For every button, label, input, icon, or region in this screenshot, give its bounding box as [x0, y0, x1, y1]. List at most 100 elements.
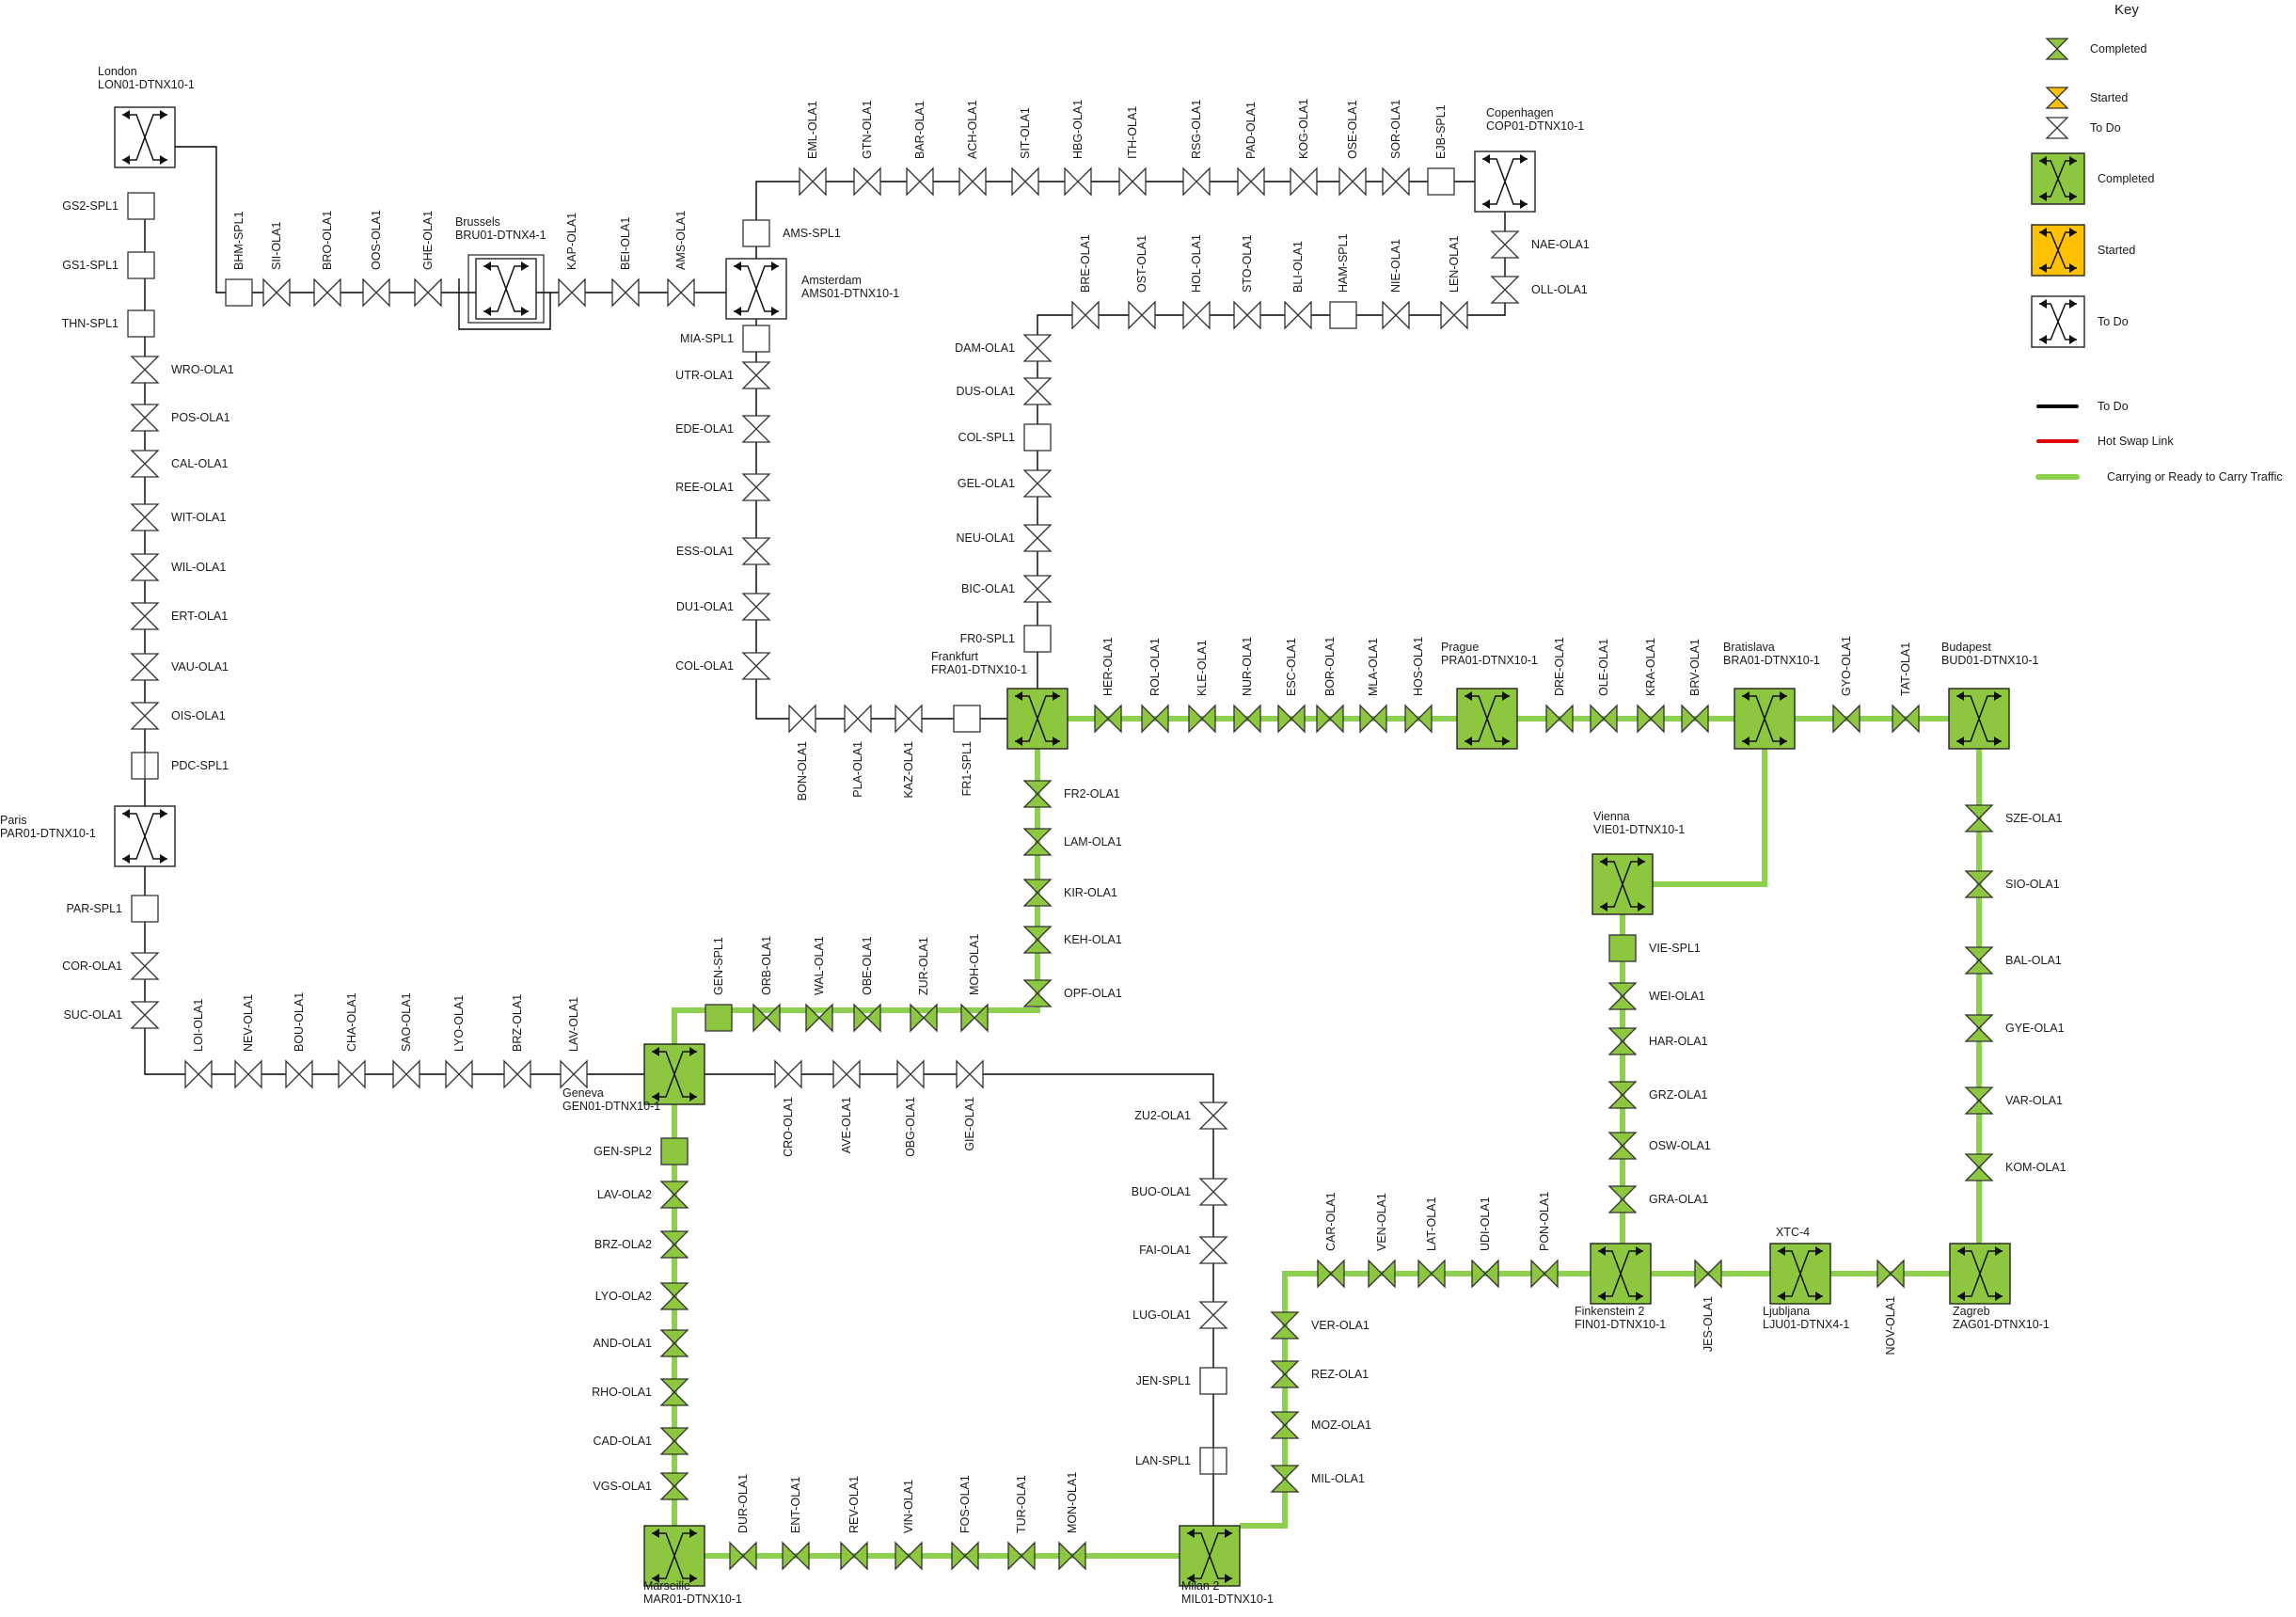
hbg-ola1-amplifier[interactable]: HBG-OLA1	[1064, 100, 1092, 197]
pla-ola1-amplifier[interactable]: PLA-OLA1	[844, 704, 872, 798]
brz-ola1-amplifier[interactable]: BRZ-OLA1	[503, 994, 531, 1089]
obg-ola1-amplifier[interactable]: OBG-OLA1	[896, 1059, 925, 1157]
lav-ola2-amplifier[interactable]: LAV-OLA2	[597, 1181, 689, 1209]
bor-ola1-amplifier[interactable]: BOR-OLA1	[1316, 637, 1344, 734]
esc-ola1-amplifier[interactable]: ESC-OLA1	[1277, 638, 1306, 734]
gs2-spl1-splice[interactable]: GS2-SPL1	[62, 192, 155, 220]
opf-ola1-amplifier[interactable]: OPF-OLA1	[1022, 979, 1122, 1007]
kap-ola1-amplifier[interactable]: KAP-OLA1	[558, 213, 586, 308]
kir-ola1-amplifier[interactable]: KIR-OLA1	[1022, 879, 1117, 907]
vau-ola1-amplifier[interactable]: VAU-OLA1	[130, 653, 229, 681]
cor-ola1-amplifier[interactable]: COR-OLA1	[62, 952, 160, 980]
sit-ola1-amplifier[interactable]: SIT-OLA1	[1011, 107, 1039, 197]
ams-spl1-splice[interactable]: AMS-SPL1	[742, 219, 841, 247]
ess-ola1-amplifier[interactable]: ESS-OLA1	[676, 537, 771, 565]
pad-ola1-amplifier[interactable]: PAD-OLA1	[1237, 102, 1265, 197]
eml-ola1-amplifier[interactable]: EML-OLA1	[799, 101, 827, 197]
rev-ola1-amplifier[interactable]: REV-OLA1	[840, 1476, 868, 1571]
buo-ola1-amplifier[interactable]: BUO-OLA1	[1132, 1178, 1228, 1206]
gtn-ola1-amplifier[interactable]: GTN-OLA1	[853, 100, 881, 197]
gye-ola1-amplifier[interactable]: GYE-OLA1	[1964, 1014, 2065, 1042]
vgs-ola1-amplifier[interactable]: VGS-OLA1	[593, 1472, 689, 1500]
grz-ola1-amplifier[interactable]: GRZ-OLA1	[1607, 1081, 1708, 1109]
vin-ola1-amplifier[interactable]: VIN-OLA1	[895, 1480, 923, 1571]
har-ola1-amplifier[interactable]: HAR-OLA1	[1607, 1027, 1708, 1055]
wit-ola1-amplifier[interactable]: WIT-OLA1	[130, 503, 226, 531]
obe-ola1-amplifier[interactable]: OBE-OLA1	[853, 936, 881, 1033]
lav-ola1-amplifier[interactable]: LAV-OLA1	[560, 997, 588, 1089]
cha-ola1-amplifier[interactable]: CHA-OLA1	[338, 992, 366, 1089]
gyo-ola1-amplifier[interactable]: GYO-OLA1	[1832, 636, 1861, 734]
kra-ola1-amplifier[interactable]: KRA-OLA1	[1637, 638, 1665, 734]
fr1-spl1-splice[interactable]: FR1-SPL1	[953, 705, 981, 796]
sto-ola1-amplifier[interactable]: STO-OLA1	[1233, 234, 1261, 330]
mil-ola1-amplifier[interactable]: MIL-OLA1	[1270, 1465, 1365, 1493]
mon-ola1-amplifier[interactable]: MON-OLA1	[1058, 1472, 1086, 1571]
lan-spl1-splice[interactable]: LAN-SPL1	[1135, 1447, 1227, 1475]
ejb-spl1-splice[interactable]: EJB-SPL1	[1427, 104, 1455, 196]
gs1-spl1-splice[interactable]: GS1-SPL1	[62, 251, 155, 279]
bhm-spl1-splice[interactable]: BHM-SPL1	[225, 211, 253, 307]
bei-ola1-amplifier[interactable]: BEI-OLA1	[611, 217, 640, 308]
lug-ola1-amplifier[interactable]: LUG-OLA1	[1132, 1301, 1228, 1329]
lyo-ola2-amplifier[interactable]: LYO-OLA2	[595, 1282, 689, 1310]
ach-ola1-amplifier[interactable]: ACH-OLA1	[958, 100, 987, 197]
dam-ola1-amplifier[interactable]: DAM-OLA1	[955, 334, 1053, 362]
rez-ola1-amplifier[interactable]: REZ-OLA1	[1270, 1360, 1369, 1388]
orb-ola1-amplifier[interactable]: ORB-OLA1	[752, 936, 781, 1033]
udi-ola1-amplifier[interactable]: UDI-OLA1	[1471, 1197, 1499, 1289]
ams-ola1-amplifier[interactable]: AMS-OLA1	[667, 211, 695, 308]
tur-ola1-amplifier[interactable]: TUR-OLA1	[1007, 1475, 1036, 1571]
and-ola1-amplifier[interactable]: AND-OLA1	[593, 1329, 689, 1357]
osw-ola1-amplifier[interactable]: OSW-OLA1	[1607, 1132, 1711, 1160]
ven-ola1-amplifier[interactable]: VEN-OLA1	[1368, 1193, 1396, 1289]
pos-ola1-amplifier[interactable]: POS-OLA1	[130, 404, 230, 432]
bro-ola1-amplifier[interactable]: BRO-OLA1	[313, 211, 341, 308]
gel-ola1-amplifier[interactable]: GEL-OLA1	[958, 469, 1053, 498]
var-ola1-amplifier[interactable]: VAR-OLA1	[1964, 1086, 2063, 1115]
sao-ola1-amplifier[interactable]: SAO-OLA1	[392, 992, 420, 1089]
cal-ola1-amplifier[interactable]: CAL-OLA1	[130, 450, 228, 478]
ost-ola1-amplifier[interactable]: OST-OLA1	[1128, 235, 1156, 330]
bli-ola1-amplifier[interactable]: BLI-OLA1	[1284, 241, 1312, 330]
zur-ola1-amplifier[interactable]: ZUR-OLA1	[910, 937, 938, 1033]
suc-ola1-amplifier[interactable]: SUC-OLA1	[63, 1001, 160, 1029]
nur-ola1-amplifier[interactable]: NUR-OLA1	[1233, 637, 1261, 734]
mia-spl1-splice[interactable]: MIA-SPL1	[680, 325, 770, 353]
fr0-spl1-splice[interactable]: FR0-SPL1	[960, 625, 1052, 653]
cad-ola1-amplifier[interactable]: CAD-OLA1	[593, 1427, 689, 1455]
jes-ola1-amplifier[interactable]: JES-OLA1	[1694, 1259, 1722, 1352]
rho-ola1-amplifier[interactable]: RHO-OLA1	[592, 1378, 689, 1406]
ith-ola1-amplifier[interactable]: ITH-OLA1	[1118, 106, 1147, 197]
ole-ola1-amplifier[interactable]: OLE-OLA1	[1590, 639, 1618, 734]
pon-ola1-amplifier[interactable]: PON-OLA1	[1530, 1192, 1559, 1289]
brz-ola2-amplifier[interactable]: BRZ-OLA2	[594, 1230, 689, 1259]
nae-ola1-amplifier[interactable]: NAE-OLA1	[1490, 230, 1590, 259]
par-spl1-splice[interactable]: PAR-SPL1	[66, 895, 159, 923]
zu2-ola1-amplifier[interactable]: ZU2-OLA1	[1134, 1102, 1228, 1130]
utr-ola1-amplifier[interactable]: UTR-OLA1	[675, 361, 771, 389]
hol-ola1-amplifier[interactable]: HOL-OLA1	[1182, 234, 1211, 330]
kle-ola1-amplifier[interactable]: KLE-OLA1	[1188, 640, 1216, 734]
fr2-ola1-amplifier[interactable]: FR2-OLA1	[1022, 780, 1120, 808]
du1-ola1-amplifier[interactable]: DU1-OLA1	[676, 593, 771, 621]
ois-ola1-amplifier[interactable]: OIS-OLA1	[130, 702, 226, 730]
ham-spl1-splice[interactable]: HAM-SPL1	[1329, 233, 1357, 329]
fos-ola1-amplifier[interactable]: FOS-OLA1	[951, 1475, 979, 1571]
thn-spl1-splice[interactable]: THN-SPL1	[62, 309, 155, 338]
car-ola1-amplifier[interactable]: CAR-OLA1	[1317, 1192, 1345, 1289]
